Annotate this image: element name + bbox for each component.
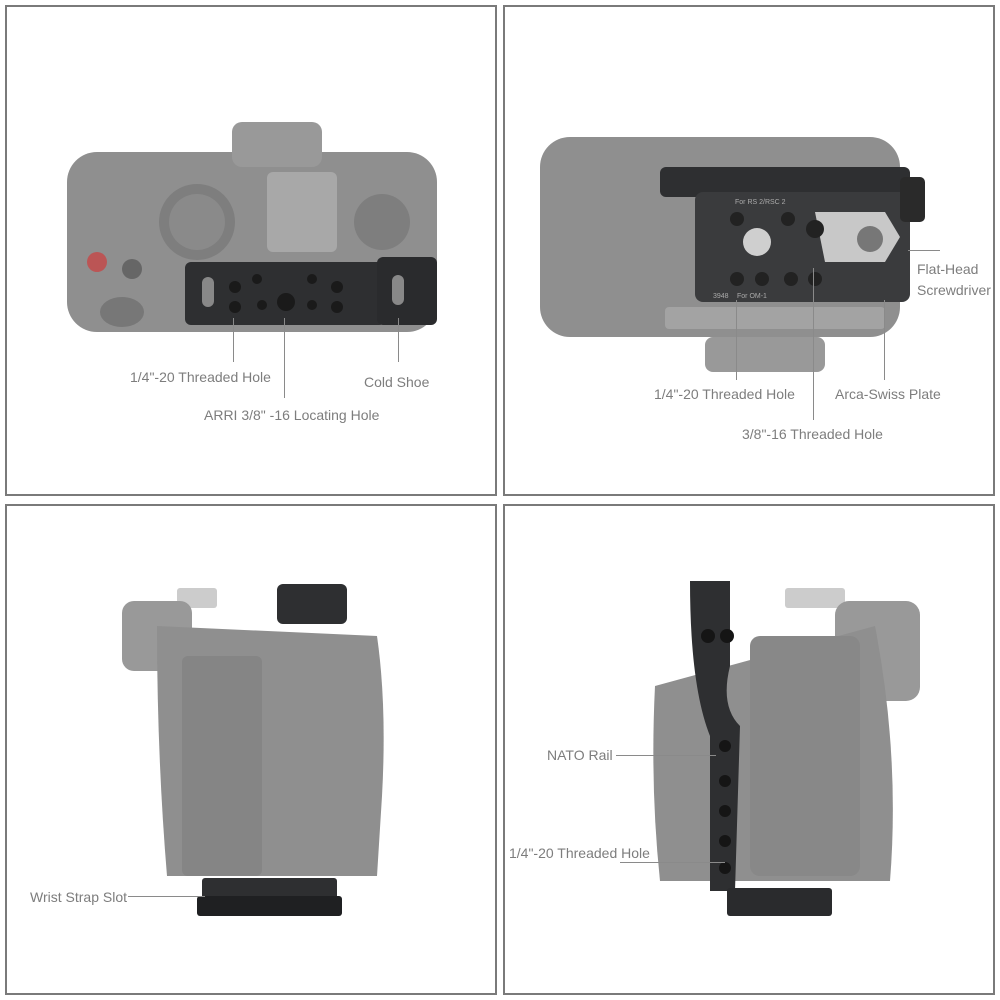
leader-line <box>620 862 725 863</box>
leader-line <box>616 755 716 756</box>
label-quarter-threaded-hole: 1/4"-20 Threaded Hole <box>654 386 795 402</box>
label-wrist-strap-slot: Wrist Strap Slot <box>30 889 127 905</box>
camera-left-side-image <box>122 584 384 916</box>
label-three-eighth-threaded-hole: 3/8"-16 Threaded Hole <box>742 426 883 442</box>
label-nato-rail: NATO Rail <box>547 747 613 763</box>
label-quarter-threaded-hole: 1/4"-20 Threaded Hole <box>509 845 650 861</box>
label-quarter-threaded-hole: 1/4"-20 Threaded Hole <box>130 369 271 385</box>
label-flat-head-screwdriver-line2: Screwdriver <box>917 282 991 298</box>
leader-line <box>908 250 940 251</box>
leader-line <box>813 268 814 420</box>
panel-right-side-view <box>503 504 995 995</box>
leader-line <box>128 896 205 897</box>
label-cold-shoe: Cold Shoe <box>364 374 430 390</box>
plate-text-top: For RS 2/RSC 2 <box>735 199 786 206</box>
label-flat-head-screwdriver-line1: Flat-Head <box>917 261 979 277</box>
leader-line <box>736 300 737 380</box>
label-arri-locating-hole: ARRI 3/8" -16 Locating Hole <box>204 407 380 423</box>
label-arca-swiss-plate: Arca-Swiss Plate <box>835 386 941 402</box>
leader-line <box>884 300 885 380</box>
leader-line <box>284 318 285 398</box>
camera-bottom-view-image: For RS 2/RSC 2 3948 For OM-1 <box>540 137 925 372</box>
plate-text-model: 3948 <box>713 293 729 300</box>
leader-line <box>233 318 234 362</box>
leader-line <box>398 318 399 362</box>
panel-top-view <box>5 5 497 496</box>
panel-left-side-view <box>5 504 497 995</box>
plate-text-camera: For OM-1 <box>737 293 767 300</box>
camera-top-view-image <box>67 122 437 332</box>
camera-right-side-image <box>653 581 920 916</box>
